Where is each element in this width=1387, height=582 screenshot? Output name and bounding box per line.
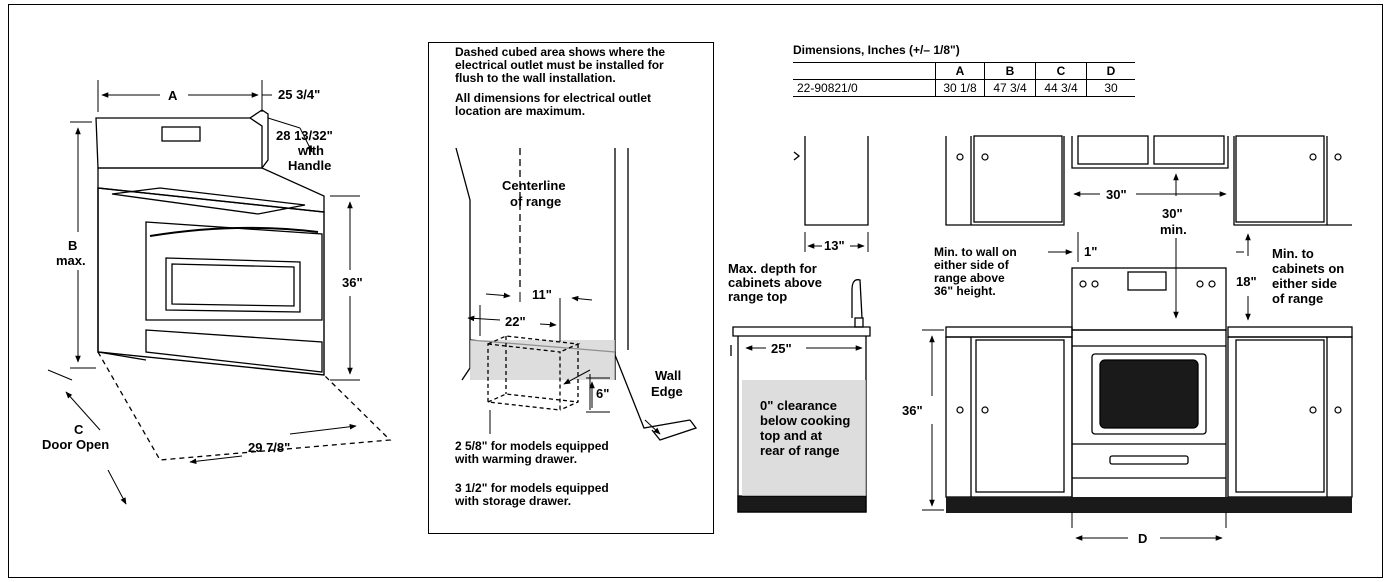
note-line: range top — [728, 289, 788, 304]
front-view-knobs — [956, 153, 1342, 414]
label-depth: 25 3/4" — [278, 87, 320, 102]
left-dimension-lines — [47, 80, 360, 505]
note-line: cabinets on — [1272, 261, 1345, 276]
note-line: 0" clearance — [760, 398, 837, 413]
table-row: 22-90821/0 30 1/8 47 3/4 44 3/4 30 — [793, 79, 1135, 97]
note-line: Min. to — [1272, 246, 1314, 261]
dimensions-table-title: Dimensions, Inches (+/– 1/8") — [793, 43, 960, 57]
note-line: 2 5/8" for models equipped — [455, 439, 609, 453]
label-a: A — [168, 88, 178, 103]
label-1: 1" — [1084, 244, 1097, 259]
note-line: Max. depth for — [728, 261, 817, 276]
label-25: 25" — [771, 341, 792, 356]
label-wall: Wall — [655, 368, 681, 383]
label-handle-2: with — [297, 143, 324, 158]
label-36-front: 36" — [902, 403, 923, 418]
outlet-detail-panel — [428, 42, 714, 534]
table-header-model — [793, 62, 936, 80]
note-line: flush to the wall installation. — [455, 71, 616, 85]
side-view-clearance-area — [742, 380, 866, 496]
note-line: of range — [1272, 291, 1324, 306]
label-b: B — [68, 238, 77, 253]
label-width: 29 7/8" — [248, 440, 290, 455]
note-line: rear of range — [760, 443, 840, 458]
outlet-detail-drawing — [455, 147, 698, 441]
label-c: C — [74, 422, 84, 437]
left-labels: A 25 3/4" 28 13/32" with Handle B max. 3… — [42, 87, 363, 455]
front-view-drawing — [945, 135, 1353, 507]
label-30-min-text: min. — [1160, 222, 1187, 237]
front-dimension-lines — [922, 173, 1251, 541]
table-cell-a: 30 1/8 — [935, 79, 985, 97]
note-line: either side of — [934, 258, 1009, 272]
table-cell-model: 22-90821/0 — [793, 79, 936, 97]
note-line: with storage drawer. — [455, 494, 572, 508]
table-header-b: B — [984, 62, 1036, 80]
note-max-dimensions: All dimensions for electrical outlet loc… — [455, 92, 651, 118]
note-line: location are maximum. — [455, 104, 586, 118]
label-d: D — [1138, 531, 1147, 546]
label-30-min: 30" — [1162, 206, 1183, 221]
note-zero-clearance: 0" clearance below cooking top and at re… — [760, 398, 850, 458]
label-30-width: 30" — [1106, 187, 1127, 202]
label-edge: Edge — [651, 384, 683, 399]
note-line: top and at — [760, 428, 823, 443]
table-header-row: A B C D — [793, 62, 1135, 80]
table-header-d: D — [1086, 62, 1135, 80]
range-isometric-drawing — [95, 109, 392, 461]
note-storage-drawer: 3 1/2" for models equipped with storage … — [455, 482, 609, 508]
center-labels: Centerline of range 11" 22" 6" Wall Edge — [502, 178, 683, 401]
table-header-c: C — [1035, 62, 1087, 80]
table-cell-d: 30 — [1086, 79, 1135, 97]
label-36-left: 36" — [342, 275, 363, 290]
note-max-depth: Max. depth for cabinets above range top — [728, 262, 822, 304]
note-line: with warming drawer. — [455, 452, 578, 466]
label-handle-1: 28 13/32" — [276, 128, 333, 143]
dimensions-table: A B C D 22-90821/0 30 1/8 47 3/4 44 3/4 … — [793, 62, 1135, 97]
note-line: Min. to wall on — [934, 245, 1017, 259]
note-line: Dashed cubed area shows where the — [455, 45, 666, 59]
side-labels: 13" 25" — [771, 238, 845, 356]
label-handle-3: Handle — [288, 158, 331, 173]
front-labels: 30" 30" min. 1" 18" 36" D — [902, 187, 1257, 546]
label-centerline-1: Centerline — [502, 178, 566, 193]
label-13: 13" — [824, 238, 845, 253]
table-cell-b: 47 3/4 — [984, 79, 1036, 97]
note-line: either side — [1272, 276, 1338, 291]
center-dimension-lines — [467, 292, 661, 435]
note-line: electrical outlet must be installed for — [455, 58, 664, 72]
diagram-frame — [8, 4, 1383, 578]
label-6: 6" — [596, 386, 609, 401]
label-22: 22" — [505, 314, 526, 329]
table-cell-c: 44 3/4 — [1035, 79, 1087, 97]
note-line: 36" height. — [934, 284, 996, 298]
table-header-a: A — [935, 62, 985, 80]
label-centerline-2: of range — [510, 194, 561, 209]
label-11: 11" — [532, 287, 552, 302]
note-min-to-cabinets: Min. to cabinets on either side of range — [1272, 246, 1344, 306]
label-c-door-open: Door Open — [42, 437, 109, 452]
note-line: 3 1/2" for models equipped — [455, 481, 609, 495]
note-min-to-wall: Min. to wall on either side of range abo… — [934, 246, 1017, 298]
note-line: cabinets above — [728, 275, 822, 290]
note-line: range above — [934, 271, 1005, 285]
label-b-max: max. — [56, 253, 86, 268]
toe-kick — [946, 497, 1352, 513]
label-18: 18" — [1236, 274, 1257, 289]
note-dashed-area: Dashed cubed area shows where the electr… — [455, 46, 665, 85]
note-line: All dimensions for electrical outlet — [455, 91, 652, 105]
note-line: below cooking — [760, 413, 851, 428]
note-warming-drawer: 2 5/8" for models equipped with warming … — [455, 440, 609, 466]
side-dimension-lines — [745, 232, 869, 351]
